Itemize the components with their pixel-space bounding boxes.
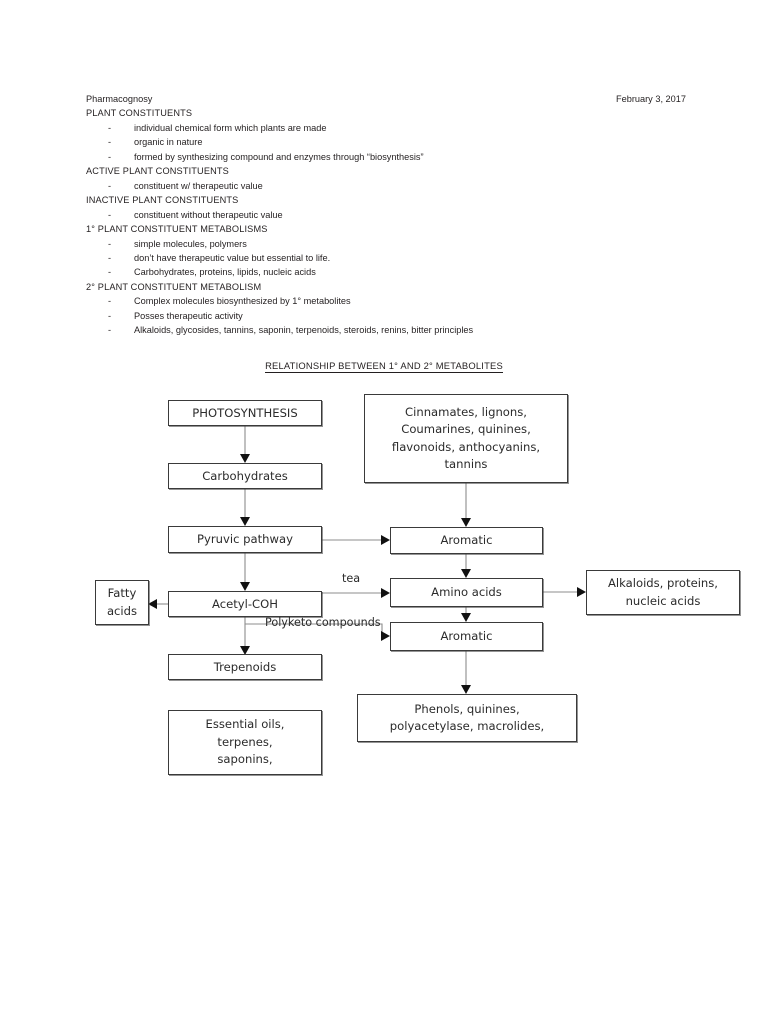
arrowhead-aromatic-top-left [381,535,390,545]
arrowhead-alkaloids [577,587,586,597]
note-bullet: - constituent w/ therapeutic value [86,179,686,193]
bullet-text: Alkaloids, glycosides, tannins, saponin,… [134,325,474,336]
node-pyruvic-pathway[interactable]: Pyruvic pathway [168,526,322,553]
node-fatty-acids[interactable]: Fatty acids [95,580,149,625]
arrowhead-amino-acids-left [381,588,390,598]
note-bullet: - Carbohydrates, proteins, lipids, nuclei… [86,265,686,279]
node-photosynthesis-label: PHOTOSYNTHESIS [192,405,298,420]
node-pyruvic-pathway-label: Pyruvic pathway [197,532,293,547]
node-alkaloids[interactable]: Alkaloids, proteins, nucleic acids [586,570,740,615]
bullet-text: constituent without therapeutic value [134,209,283,220]
node-amino-acids[interactable]: Amino acids [390,578,543,607]
note-heading: ACTIVE PLANT CONSTITUENTS [86,166,229,177]
node-amino-acids-label: Amino acids [431,585,502,600]
bullet-dash: - [108,252,112,263]
note-bullet: - constituent without therapeutic value [86,208,686,222]
node-acetyl-coh[interactable]: Acetyl-COH [168,591,322,617]
node-essential-oils[interactable]: Essential oils, terpenes, saponins, [168,710,322,775]
note-heading: 1° PLANT CONSTITUENT METABOLISMS [86,224,268,235]
note-bullet: - simple molecules, polymers [86,237,686,251]
bullet-dash: - [108,310,112,321]
node-aromatic-top[interactable]: Aromatic [390,527,543,554]
bullet-dash: - [108,209,112,220]
arrowhead-phenols [461,685,471,694]
course-title: Pharmacognosy [86,94,153,104]
arrowhead-aromatic-bottom-left [381,631,390,641]
document-header: Pharmacognosy February 3, 2017 [86,92,686,106]
note-heading: INACTIVE PLANT CONSTITUENTS [86,195,239,206]
node-acetyl-coh-label: Acetyl-COH [212,596,278,611]
bullet-text: individual chemical form which plants ar… [134,122,327,133]
note-bullet: - Alkaloids, glycosides, tannins, saponin… [86,323,686,337]
arrowhead-acetyl [240,582,250,591]
node-cinnamates-label: Cinnamates, lignons, Coumarines, quinine… [391,404,541,472]
diagram-title-text: RELATIONSHIP BETWEEN 1° AND 2° METABOLIT… [265,360,503,373]
edge-label-tea: tea [342,572,360,585]
diagram-title: RELATIONSHIP BETWEEN 1° AND 2° METABOLIT… [0,360,768,373]
node-aromatic-bottom[interactable]: Aromatic [390,622,543,651]
node-phenols[interactable]: Phenols, quinines, polyacetylase, macrol… [357,694,577,742]
bullet-dash: - [108,325,112,336]
node-carbohydrates[interactable]: Carbohydrates [168,463,322,489]
edge-acetyl-aromatic-bottom [244,617,383,636]
notes-block: Pharmacognosy February 3, 2017 PLANT CON… [86,92,686,338]
bullet-text: Carbohydrates, proteins, lipids, nucleic… [134,267,316,278]
arrowhead-carbohydrates [240,454,250,463]
note-bullet: - formed by synthesizing compound and enz… [86,150,686,164]
bullet-dash: - [108,137,112,148]
node-carbohydrates-label: Carbohydrates [202,468,288,483]
node-alkaloids-label: Alkaloids, proteins, nucleic acids [607,576,718,608]
bullet-text: organic in nature [134,137,203,148]
note-bullet: - don’t have therapeutic value but essent… [86,251,686,265]
note-heading: PLANT CONSTITUENTS [86,108,193,119]
node-aromatic-bottom-label: Aromatic [440,629,493,644]
bullet-text: simple molecules, polymers [134,238,247,249]
arrowhead-pyruvic [240,517,250,526]
arrowhead-amino-acids [461,569,471,578]
node-trepenoids[interactable]: Trepenoids [168,654,322,680]
node-aromatic-top-label: Aromatic [440,533,493,548]
arrowhead-trepenoids [240,646,250,655]
bullet-dash: - [108,238,112,249]
bullet-text: Posses therapeutic activity [134,310,243,321]
note-bullet: - Posses therapeutic activity [86,309,686,323]
note-bullet: - organic in nature [86,135,686,149]
bullet-text: constituent w/ therapeutic value [134,180,263,191]
edge-label-polyketo-text: Polyketo compounds [265,616,381,629]
node-phenols-label: Phenols, quinines, polyacetylase, macrol… [389,701,545,734]
bullet-dash: - [108,122,112,133]
bullet-text: Complex molecules biosynthesized by 1° m… [134,296,351,307]
edge-label-polyketo-compounds: Polyketo compounds [265,616,381,629]
note-bullet: - Complex molecules biosynthesized by 1° … [86,294,686,308]
node-trepenoids-label: Trepenoids [213,659,277,674]
bullet-dash: - [108,180,112,191]
bullet-dash: - [108,267,112,278]
notes-list: PLANT CONSTITUENTS - individual chemical f… [86,106,686,337]
document-date: February 3, 2017 [616,94,686,104]
arrowhead-aromatic-top [461,518,471,527]
note-bullet: - individual chemical form which plants a… [86,121,686,135]
arrowhead-aromatic-bottom [461,613,471,622]
arrowhead-fatty-acids [148,599,157,609]
edge-label-tea-text: tea [342,572,361,585]
note-heading: 2° PLANT CONSTITUENT METABOLISM [86,281,262,292]
node-fatty-acids-label: Fatty acids [106,586,138,618]
bullet-dash: - [108,151,112,162]
bullet-text: don’t have therapeutic value but essenti… [134,252,331,263]
node-photosynthesis[interactable]: PHOTOSYNTHESIS [168,400,322,426]
node-cinnamates[interactable]: Cinnamates, lignons, Coumarines, quinine… [364,394,568,483]
bullet-dash: - [108,296,112,307]
node-essential-oils-label: Essential oils, terpenes, saponins, [205,717,285,767]
bullet-text: formed by synthesizing compound and enzy… [134,151,424,162]
